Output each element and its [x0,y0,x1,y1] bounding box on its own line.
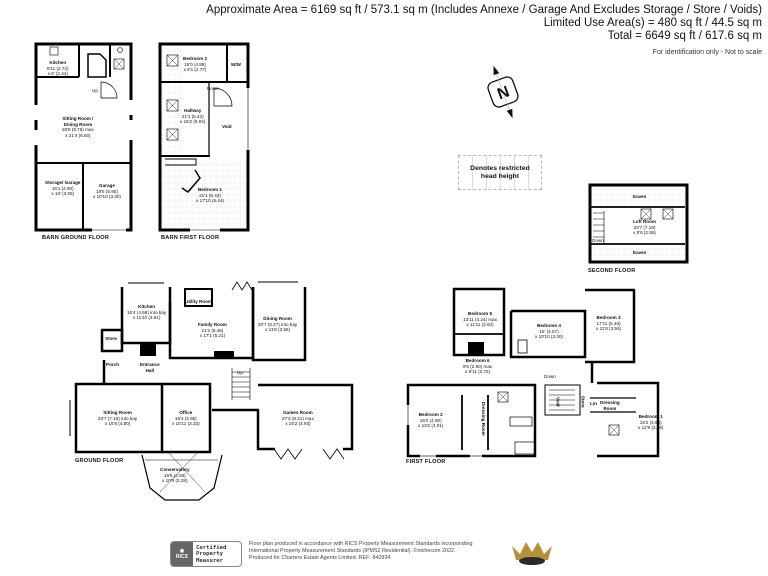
stair-label: Up [92,88,98,93]
credit-line-2: International Property Measurement Stand… [249,548,456,554]
badge-line-2: Property [196,551,223,558]
room-store: Store [105,336,117,341]
scale-note: For identification only - Not to scale [652,49,762,56]
room-utility: Utility Room [185,299,213,304]
stair-label: Down [592,238,604,243]
room-eaves-bottom: Eaves [633,250,647,255]
first-floor-walls [406,287,660,458]
badge-line-1: Certified [196,545,227,551]
room-eaves-top: Eaves [633,194,647,199]
barn-ground-floor-walls [34,42,133,232]
crown-logo-icon [512,542,552,565]
badge-line-3: Measurer [196,557,223,564]
floor-title-first: FIRST FLOOR [406,459,446,465]
stair-label: Up [237,370,243,375]
room-void: Void [555,396,561,407]
legend-text-2: head height [480,172,520,180]
stair-label: Down [207,86,219,91]
svg-text:N: N [495,83,512,103]
stair-label: Down [544,374,556,379]
room-linen: Lin [590,401,597,406]
credit-line-3: Produced for Charters Estate Agents Limi… [249,555,391,561]
north-arrow-icon: N [487,65,519,119]
rics-logo-icon: ◉RICS [171,542,193,566]
footer-credits: Floor plan produced in accordance with R… [249,541,509,562]
second-floor-walls [588,183,689,264]
area-line-total: Total = 6649 sq ft / 617.6 sq m [607,30,762,42]
floor-title-barn-ground: BARN GROUND FLOOR [42,235,110,241]
credit-line-1: Floor plan produced in accordance with R… [249,541,473,547]
room-barn-void: Void [222,124,232,129]
floor-title-ground: GROUND FLOOR [75,458,124,464]
room-barn-ww: W/W [231,62,241,67]
area-line-approx: Approximate Area = 6169 sq ft / 573.1 sq… [206,4,762,16]
floor-title-barn-first: BARN FIRST FLOOR [161,235,220,241]
area-summary: Approximate Area = 6169 sq ft / 573.1 sq… [206,4,762,59]
room-porch: Porch [106,362,120,367]
floor-title-second: SECOND FLOOR [588,268,636,274]
barn-first-floor-walls [158,42,250,232]
legend-text-1: Denotes restricted [470,164,530,172]
ground-floor-walls [69,281,354,501]
room-dressing-room-a: Dressing Room [480,401,486,436]
area-line-limited: Limited Use Area(s) = 480 sq ft / 44.5 s… [543,17,762,29]
room-store: Store [580,395,586,408]
